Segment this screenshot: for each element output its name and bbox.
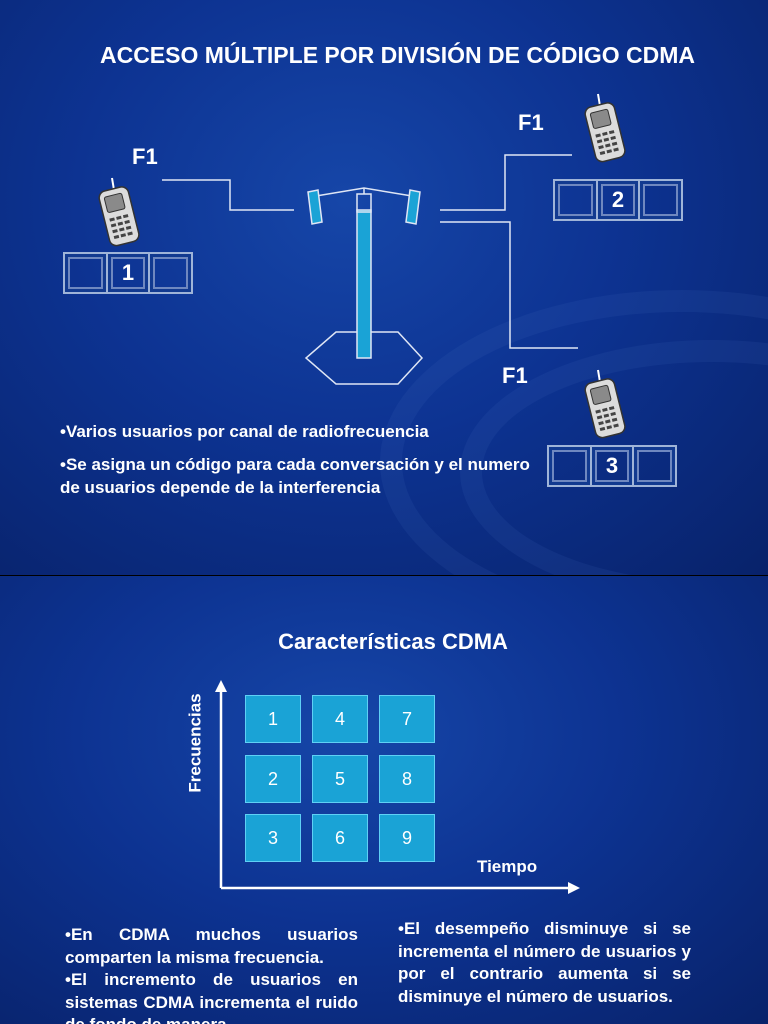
user-number: 2 xyxy=(595,179,641,221)
text-item: •El incremento de usuarios en sistemas C… xyxy=(65,970,358,1024)
y-axis-label: Frecuencias xyxy=(185,693,205,793)
grid-cell: 3 xyxy=(245,814,301,862)
slide-cdma-access: ACCESO MÚLTIPLE POR DIVISIÓN DE CÓDIGO C… xyxy=(0,0,768,575)
freq-label-user2: F1 xyxy=(518,110,544,135)
freq-label-user1: F1 xyxy=(132,144,158,169)
slide1-title: ACCESO MÚLTIPLE POR DIVISIÓN DE CÓDIGO C… xyxy=(99,42,696,68)
mobile-phone-icon xyxy=(584,93,626,163)
freq-label-user3: F1 xyxy=(502,363,528,388)
grid-cell: 4 xyxy=(312,695,368,743)
user-number: 3 xyxy=(589,445,635,487)
channel-box-user3: 3 xyxy=(547,445,678,487)
mobile-phone-icon xyxy=(98,177,140,247)
slide2-title: Características CDMA xyxy=(278,629,508,654)
grid-cell: 2 xyxy=(245,755,301,803)
text-item: •En CDMA muchos usuarios comparten la mi… xyxy=(65,925,358,967)
signal-lines xyxy=(162,154,578,349)
channel-box-user1: 1 xyxy=(63,252,194,294)
mobile-phone-icon xyxy=(584,369,626,439)
grid-cell: 9 xyxy=(379,814,435,862)
bullet-item: •Se asigna un código para cada conversac… xyxy=(60,455,530,497)
channel-box-user2: 2 xyxy=(553,179,684,221)
chart-axes xyxy=(215,680,580,894)
text-item: •El desempeño disminuye si se incrementa… xyxy=(398,919,691,1006)
antenna-tower-icon xyxy=(304,187,424,385)
grid-cell: 7 xyxy=(379,695,435,743)
left-text-column: •En CDMA muchos usuarios comparten la mi… xyxy=(65,924,358,1024)
right-text-column: •El desempeño disminuye si se incrementa… xyxy=(398,918,691,1008)
grid-cell: 5 xyxy=(312,755,368,803)
x-axis-label: Tiempo xyxy=(477,857,538,876)
user-number: 1 xyxy=(105,252,151,294)
grid-cell: 1 xyxy=(245,695,301,743)
slide-cdma-characteristics: Características CDMA Frecuencias Tiempo … xyxy=(0,576,768,1024)
grid-cell: 8 xyxy=(379,755,435,803)
grid-cell: 6 xyxy=(312,814,368,862)
bullet-item: •Varios usuarios por canal de radiofrecu… xyxy=(60,422,429,441)
slide1-bullets: •Varios usuarios por canal de radiofrecu… xyxy=(60,420,530,509)
